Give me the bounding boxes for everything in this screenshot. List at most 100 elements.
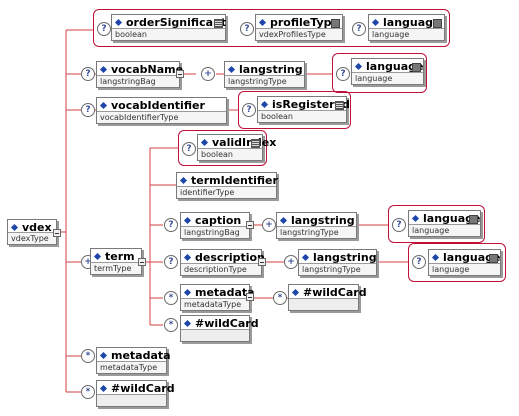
element-name: langstring — [228, 63, 303, 77]
simple-type-icon — [251, 139, 260, 148]
attribute-group-frame — [93, 9, 450, 47]
element-type — [181, 329, 249, 341]
element-type: langstringType — [277, 226, 356, 238]
optional-compositor-icon: ? — [182, 142, 196, 156]
root-element-vdex[interactable]: vdex vdexType — [7, 219, 61, 245]
optional-compositor-icon: ? — [164, 218, 178, 232]
simple-type-icon — [469, 215, 478, 224]
any-compositor-icon: * — [273, 291, 287, 305]
simple-type-icon — [489, 254, 498, 263]
attribute-type: vdexProfilesType — [256, 28, 342, 40]
attribute-isRegistered[interactable]: isRegistered boolean — [257, 96, 350, 123]
attribute-profileType[interactable]: profileType vdexProfilesType — [255, 14, 343, 41]
element-name: term — [94, 250, 135, 264]
attribute-type: boolean — [258, 110, 346, 122]
expand-icon[interactable] — [258, 258, 266, 266]
element-description[interactable]: description descriptionType — [180, 249, 266, 276]
element-name: langstring — [302, 251, 377, 265]
expand-icon[interactable] — [176, 70, 184, 78]
sequence-compositor-icon: + — [284, 255, 298, 269]
optional-compositor-icon: ? — [412, 255, 426, 269]
element-type: metadataType — [181, 298, 249, 310]
optional-compositor-icon: ? — [81, 67, 95, 81]
attribute-group-frame — [332, 53, 427, 93]
attribute-name: isRegistered — [261, 98, 350, 112]
attribute-type: language — [369, 28, 444, 40]
element-name: vdex — [11, 221, 52, 235]
element-type: langstringType — [225, 75, 304, 87]
element-termIdentifier[interactable]: termIdentifier identifierType — [176, 172, 278, 199]
attribute-type: language — [429, 263, 500, 275]
element-name: vocabIdentifier — [100, 99, 205, 113]
element-name: description — [184, 251, 265, 265]
expand-icon[interactable] — [246, 293, 254, 301]
element-type: termType — [91, 262, 141, 274]
element-term[interactable]: term termType — [90, 248, 146, 275]
simple-type-icon — [335, 101, 344, 110]
attribute-group-frame — [408, 243, 506, 282]
element-langstring[interactable]: langstring langstringType — [276, 212, 357, 239]
optional-compositor-icon: ? — [164, 255, 178, 269]
attribute-name: language — [432, 251, 501, 265]
attribute-language[interactable]: language language — [368, 14, 445, 41]
expand-icon[interactable] — [246, 221, 254, 229]
element-type: langstringBag — [181, 226, 249, 238]
attribute-group-frame — [238, 91, 351, 129]
sequence-compositor-icon: + — [201, 67, 215, 81]
attribute-language[interactable]: language language — [428, 249, 501, 276]
attribute-name: language — [412, 212, 481, 226]
element-vocabIdentifier[interactable]: vocabIdentifier vocabIdentifierType — [96, 97, 227, 124]
element-wildcard[interactable]: #wildCard — [96, 380, 175, 407]
element-name: #wildCard — [100, 382, 175, 396]
element-wildcard[interactable]: #wildCard — [180, 315, 259, 342]
sequence-compositor-icon: + — [262, 218, 276, 232]
expand-icon[interactable] — [53, 229, 61, 237]
element-wildcard[interactable]: #wildCard — [288, 284, 367, 311]
attribute-name: language — [372, 16, 441, 30]
attribute-type: boolean — [112, 28, 225, 40]
optional-compositor-icon: ? — [352, 22, 366, 36]
element-vocabName[interactable]: vocabName langstringBag — [96, 61, 184, 88]
optional-compositor-icon: ? — [81, 103, 95, 117]
element-type: vocabIdentifierType — [97, 111, 226, 123]
optional-compositor-icon: ? — [336, 67, 350, 81]
optional-compositor-icon: ? — [242, 103, 256, 117]
expand-icon[interactable] — [138, 258, 146, 266]
element-name: metadata — [184, 286, 255, 300]
attribute-name: validIndex — [201, 136, 276, 150]
element-type — [289, 298, 358, 310]
attribute-type: language — [352, 72, 423, 84]
element-name: #wildCard — [292, 286, 367, 300]
attribute-name: orderSignificant — [115, 16, 226, 30]
optional-compositor-icon: ? — [97, 22, 111, 36]
any-compositor-icon: * — [81, 349, 95, 363]
element-name: caption — [184, 214, 241, 228]
attribute-name: profileType — [259, 16, 339, 30]
element-type: langstringBag — [97, 75, 179, 87]
any-compositor-icon: * — [81, 385, 95, 399]
attribute-group-frame — [388, 205, 485, 243]
simple-type-icon — [214, 19, 223, 28]
element-type: vdexType — [8, 232, 56, 244]
element-name: metadata — [100, 349, 171, 363]
attribute-name: language — [355, 60, 424, 74]
element-metadata[interactable]: metadata metadataType — [180, 284, 255, 311]
enumeration-type-icon — [331, 19, 340, 28]
element-langstring[interactable]: langstring langstringType — [298, 249, 377, 276]
element-name: #wildCard — [184, 317, 259, 331]
any-compositor-icon: * — [164, 318, 178, 332]
element-name: termIdentifier — [180, 174, 278, 188]
attribute-language[interactable]: language language — [351, 58, 424, 85]
element-langstring[interactable]: langstring langstringType — [224, 61, 305, 88]
element-type: metadataType — [97, 361, 166, 373]
simple-type-icon — [412, 63, 421, 72]
attribute-orderSignificant[interactable]: orderSignificant boolean — [111, 14, 226, 41]
attribute-language[interactable]: language language — [408, 210, 481, 237]
element-metadata[interactable]: metadata metadataType — [96, 347, 171, 374]
any-compositor-icon: * — [164, 291, 178, 305]
element-caption[interactable]: caption langstringBag — [180, 212, 254, 239]
simple-type-icon — [433, 19, 442, 28]
attribute-validIndex[interactable]: validIndex boolean — [197, 134, 276, 161]
attribute-type: boolean — [198, 148, 262, 160]
